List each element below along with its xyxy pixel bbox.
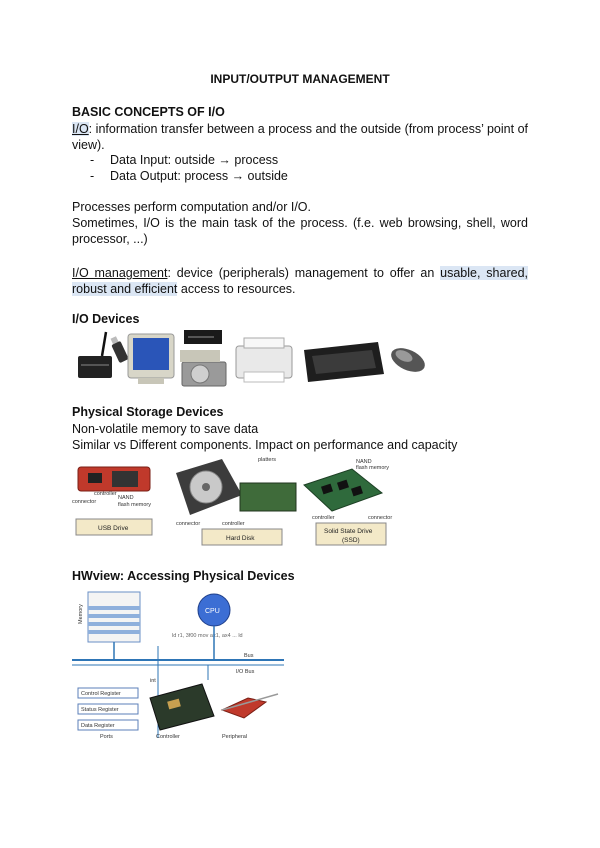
int-label: int (150, 678, 156, 684)
hdd-platters-label: platters (258, 457, 276, 463)
list-item: - Data Output: process → outside (90, 168, 288, 184)
storage-line-2: Similar vs Different components. Impact … (72, 438, 458, 452)
usb-flash-label: flash memory (118, 502, 151, 508)
hard-disk-figure: platters connector controller Hard Disk (176, 457, 297, 546)
usb-nand-label: NAND (118, 495, 134, 501)
processes-line: Processes perform computation and/or I/O… (72, 200, 311, 214)
list-item: - Data Input: outside → process (90, 152, 278, 168)
hdd-connector-label: connector (176, 521, 200, 527)
ssd-label-line1: Solid State Drive (324, 528, 373, 535)
ssd-flash-label: flash memory (356, 465, 389, 471)
cpu-node: CPU ld r1, 3f00 mov ax1, ax4 ... ld (172, 593, 243, 639)
bus-label: Bus (244, 653, 254, 659)
usb-drive-figure: controller connector NAND flash memory U… (72, 466, 153, 536)
hw-view-diagram: Memory CPU ld r1, 3f00 mov ax1, ax4 ... … (72, 591, 284, 740)
io-management-end: access to resources. (177, 282, 296, 296)
bullet-dash: - (90, 169, 95, 183)
status-register-label: Status Register (81, 707, 119, 713)
heading-hw-view: HWview: Accessing Physical Devices (72, 569, 295, 583)
io-management-term: I/O management (72, 266, 168, 280)
ssd-connector-label: connector (368, 515, 392, 521)
bullet-text-input: Data Input: outside → process (110, 153, 279, 167)
bullet-dash: - (90, 153, 95, 167)
document-title: INPUT/OUTPUT MANAGEMENT (210, 72, 390, 86)
controller-card: Controller (149, 683, 215, 740)
optical-drive-icon (184, 330, 222, 344)
control-register-label: Control Register (81, 691, 121, 697)
heading-physical-storage: Physical Storage Devices (72, 405, 224, 419)
mouse-icon (391, 348, 425, 372)
cpu-code: ld r1, 3f00 mov ax1, ax4 ... ld (172, 633, 243, 639)
router-icon (78, 331, 112, 378)
io-management-paragraph: I/O management: device (peripherals) man… (72, 265, 528, 297)
usb-stick-icon (110, 336, 129, 363)
io-bus-label: I/O Bus (236, 669, 255, 675)
ssd-controller-label: controller (312, 515, 335, 521)
io-term: I/O (72, 122, 89, 136)
hard-disk-label: Hard Disk (226, 535, 255, 542)
usb-drive-label: USB Drive (98, 525, 129, 532)
system-bus: Bus I/O Bus int (72, 626, 284, 738)
heading-basic-concepts: BASIC CONCEPTS OF I/O (72, 105, 225, 119)
usb-connector-label: connector (72, 499, 96, 505)
hdd-controller-label: controller (222, 521, 245, 527)
cpu-label: CPU (205, 608, 220, 615)
storage-devices-image: controller connector NAND flash memory U… (72, 457, 392, 546)
ssd-nand-label: NAND (356, 459, 372, 465)
memory-label: Memory (78, 604, 84, 624)
io-definition-paragraph: I/O: information transfer between a proc… (72, 121, 528, 153)
main-task-paragraph: Sometimes, I/O is the main task of the p… (72, 216, 528, 246)
ports-label: Ports (100, 734, 113, 740)
ssd-figure: NAND flash memory controller connector S… (303, 459, 392, 546)
keyboard-icon (304, 342, 384, 382)
peripheral-label: Peripheral (222, 734, 247, 740)
printer-icon (235, 337, 293, 383)
controller-label: Controller (156, 734, 180, 740)
peripheral-device: Peripheral (220, 693, 279, 740)
crt-monitor-icon (127, 333, 175, 384)
bullet-text-output: Data Output: process → outside (110, 169, 288, 183)
storage-line-1: Non-volatile memory to save data (72, 422, 259, 436)
ports-registers: Control Register Status Register Data Re… (77, 687, 139, 740)
io-devices-image (78, 330, 425, 387)
usb-controller-label: controller (94, 491, 117, 497)
hard-disk-icon (180, 350, 227, 387)
memory-block: Memory (78, 591, 141, 643)
ssd-label-line2: (SSD) (342, 537, 360, 544)
io-management-text: : device (peripherals) management to off… (167, 266, 441, 280)
data-register-label: Data Register (81, 723, 115, 729)
io-definition-text: : information transfer between a process… (72, 122, 528, 152)
heading-io-devices: I/O Devices (72, 312, 140, 326)
